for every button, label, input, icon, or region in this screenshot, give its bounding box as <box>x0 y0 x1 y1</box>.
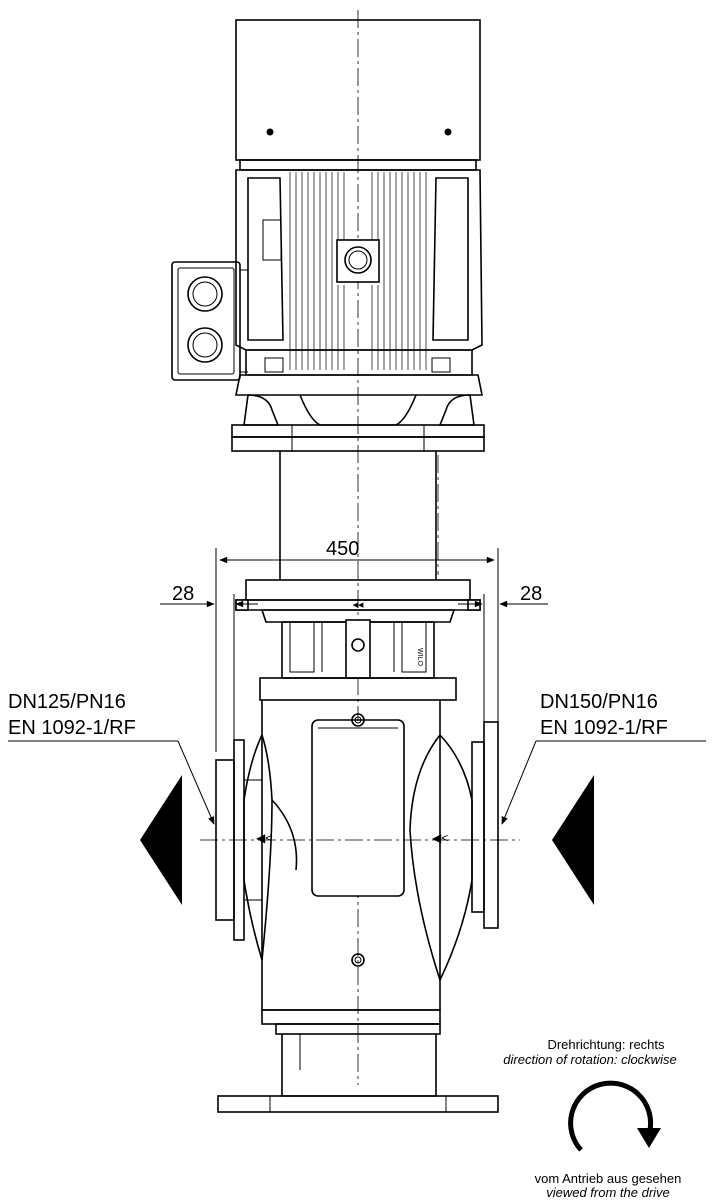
dimension-450-label: 450 <box>326 538 359 560</box>
rotation-text-de: Drehrichtung: rechts <box>547 1037 665 1052</box>
svg-text:◀<: ◀< <box>432 831 448 845</box>
outlet-callout: DN150/PN16 EN 1092-1/RF <box>501 691 706 825</box>
pump-casing: ◀< ◀< <box>200 677 520 1113</box>
triangle-left-icon <box>552 775 594 905</box>
cooling-fins <box>289 172 427 370</box>
dimension-28-right: 28 <box>458 583 548 722</box>
dimension-450: 450 <box>215 538 499 752</box>
view-text-en: viewed from the drive <box>546 1185 670 1200</box>
terminal-box <box>171 261 241 381</box>
triangle-left-icon <box>140 775 182 905</box>
svg-text:WILO: WILO <box>416 648 423 666</box>
outlet-spec-line2: EN 1092-1/RF <box>540 717 668 739</box>
base-plate <box>217 1095 499 1113</box>
rotation-text-en: direction of rotation: clockwise <box>503 1052 676 1067</box>
casing-window <box>311 719 405 897</box>
motor <box>171 19 485 452</box>
clockwise-arrow-icon <box>568 1080 654 1152</box>
rotation-note: Drehrichtung: rechts direction of rotati… <box>503 1037 681 1200</box>
dimension-28-right-label: 28 <box>520 583 542 605</box>
outlet-spec-line1: DN150/PN16 <box>540 691 658 713</box>
view-text-de: vom Antrieb aus gesehen <box>535 1171 682 1186</box>
dimension-28-left: 28 <box>160 583 258 752</box>
inlet-spec-line1: DN125/PN16 <box>8 691 126 713</box>
svg-text:◀<: ◀< <box>256 831 272 845</box>
inlet-spec-line2: EN 1092-1/RF <box>8 717 136 739</box>
outlet-flange <box>483 721 499 929</box>
inlet-callout: DN125/PN16 EN 1092-1/RF <box>8 691 215 825</box>
lantern <box>279 451 439 580</box>
svg-text:◀◀: ◀◀ <box>353 602 364 609</box>
dimension-28-left-label: 28 <box>172 583 194 605</box>
